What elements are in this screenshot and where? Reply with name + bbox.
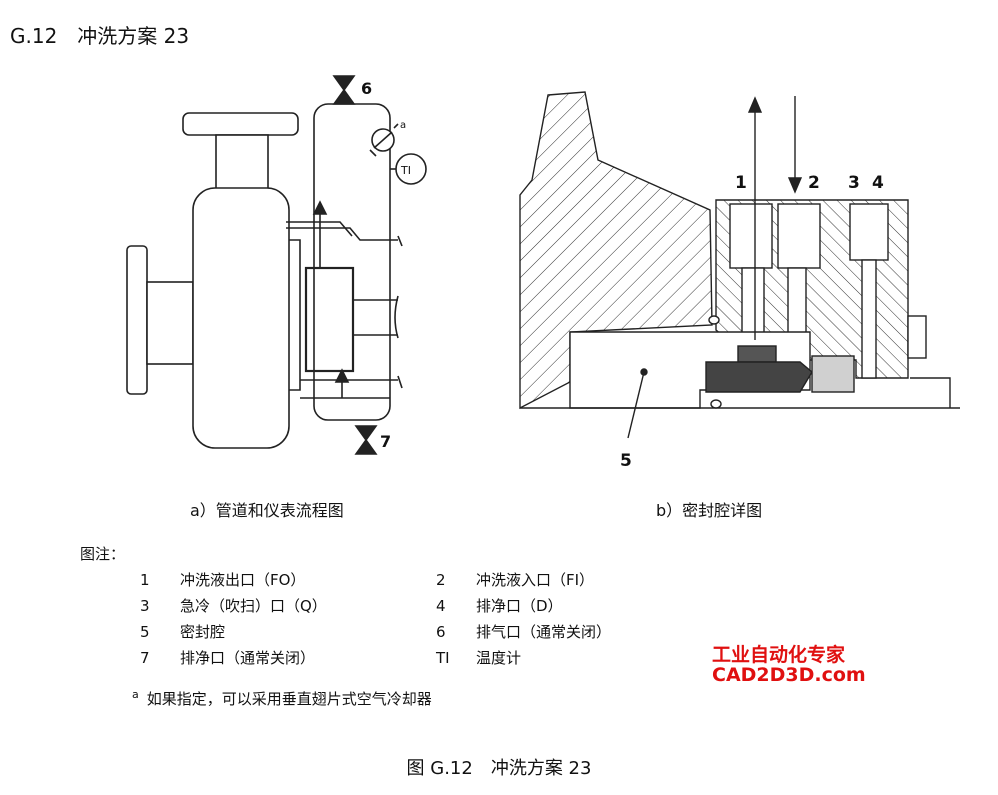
top-flange	[182, 112, 299, 136]
label-4: 4	[872, 173, 884, 193]
label-a: a	[400, 120, 406, 131]
pump-casing	[192, 187, 290, 449]
port-2	[777, 203, 821, 269]
watermark-line-2: CAD2D3D.com	[712, 664, 866, 686]
caption-b: b）密封腔详图	[656, 501, 763, 520]
label-ti: TI	[400, 164, 411, 177]
label-3: 3	[848, 173, 860, 193]
pipe-upper	[286, 227, 398, 241]
discharge-nozzle	[215, 134, 269, 191]
legend-heading: 图注：	[80, 545, 126, 563]
cooling-loop	[313, 103, 391, 421]
watermark-line-1: 工业自动化专家	[712, 644, 846, 666]
outlet-arrow-icon	[747, 96, 763, 113]
port-3	[849, 203, 889, 261]
seal-housing	[289, 239, 301, 391]
label-1: 1	[735, 173, 747, 193]
pump-shaft	[352, 299, 398, 336]
seal-chamber-diagram	[519, 91, 960, 439]
suction-flange	[126, 245, 148, 395]
valve-7-icon	[354, 425, 378, 442]
flow-arrow-up-icon	[312, 200, 328, 215]
pid-diagram	[126, 75, 427, 455]
suction-nozzle	[146, 281, 194, 365]
figure-title: 图 G.12 冲洗方案 23	[406, 758, 592, 779]
diagrams: 6 7 TI a 1 2 3 4 5	[126, 75, 960, 471]
rotating-seal-face	[705, 361, 813, 393]
flow-arrow-up-icon-2	[334, 368, 350, 383]
caption-a: a）管道和仪表流程图	[190, 501, 344, 520]
valve-6-icon	[332, 75, 356, 92]
section-title: G.12 冲洗方案 23	[10, 24, 190, 48]
inlet-arrow-icon	[787, 177, 803, 194]
label-valve-6: 6	[361, 79, 372, 98]
label-2: 2	[808, 173, 820, 193]
stationary-seal-face	[811, 355, 855, 393]
label-5: 5	[620, 451, 632, 471]
port-1	[729, 203, 773, 269]
seal-chamber-box	[304, 266, 355, 373]
label-valve-7: 7	[380, 432, 391, 451]
